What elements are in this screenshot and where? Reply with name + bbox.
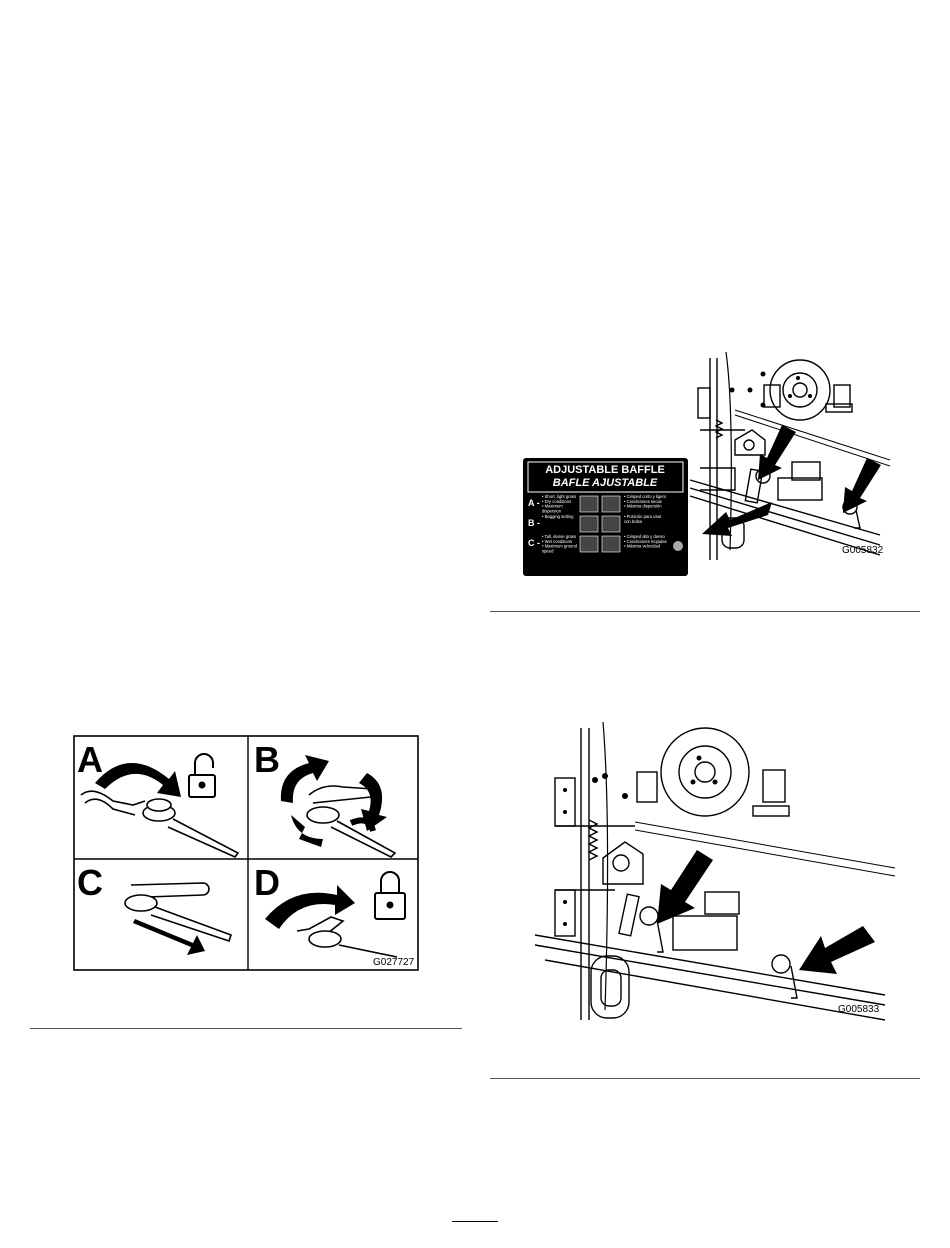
rotate-arrow-icon [95, 762, 181, 797]
decal-row-text-en: • Dry conditions [542, 499, 571, 504]
decal-row-text-en: • Maximum ground [542, 544, 578, 549]
decal-row-text-es: • Máxima dispersión [624, 504, 662, 509]
decal-row-text-en: • Bagging setting [542, 514, 574, 519]
figure-knob-operation: A B C D [73, 735, 419, 971]
figure-label: G005833 [838, 1004, 880, 1015]
decal-row-text-en: speed [542, 548, 554, 553]
arrow-icon [657, 850, 875, 974]
page-footer-mark [452, 1221, 498, 1222]
decal-row-text-es: • Condiciones secas [624, 499, 662, 504]
decal-row-text-es: • Césped alto y denso [624, 534, 665, 539]
divider [490, 611, 920, 612]
panel-letter-c: C [77, 862, 103, 903]
divider [30, 1028, 462, 1029]
decal-row-text-es: con bolsa [624, 519, 643, 524]
lock-icon [374, 871, 406, 920]
divider [490, 1078, 920, 1079]
figure-deck-knobs: G005833 [534, 721, 896, 1021]
decal-row-letter: B - [528, 518, 540, 528]
decal-row-text-en: dispersion [542, 508, 562, 513]
decal-row-text-es: • Máxima velocidad [624, 544, 661, 549]
decal-row-letter: C - [528, 538, 540, 548]
rotate-icon [280, 755, 387, 847]
decal-row-text-es: • Césped corto y ligero [624, 494, 667, 499]
decal-row-text-es: • Posición para usar [624, 514, 662, 519]
decal-row-text-en: • Maximum [542, 504, 563, 509]
decal-row-text-es: • Condiciones mojadas [624, 539, 667, 544]
decal-subtitle: BAFLE AJUSTABLE [553, 477, 658, 489]
decal-row-text-en: • Short, light grass [542, 494, 576, 499]
decal-row-text-en: • Tall, dense grass [542, 534, 576, 539]
unlock-icon [188, 753, 216, 798]
decal-row-letter: A - [528, 498, 540, 508]
arrow-icon [702, 425, 881, 536]
panel-letter-b: B [254, 739, 280, 780]
rotate-arrow-icon [265, 885, 355, 929]
decal-row-text-en: • Wet conditions [542, 539, 572, 544]
panel-letter-d: D [254, 862, 280, 903]
figure-baffle-decal: ADJUSTABLE BAFFLE BAFLE AJUSTABLE A -• S… [523, 351, 891, 576]
figure-label: G005832 [842, 545, 884, 556]
decal-title: ADJUSTABLE BAFFLE [545, 464, 665, 476]
adjustable-baffle-decal: ADJUSTABLE BAFFLE BAFLE AJUSTABLE A -• S… [523, 458, 688, 576]
slide-icon [131, 919, 205, 955]
figure-label: G027727 [373, 957, 415, 968]
panel-letter-a: A [77, 739, 103, 780]
